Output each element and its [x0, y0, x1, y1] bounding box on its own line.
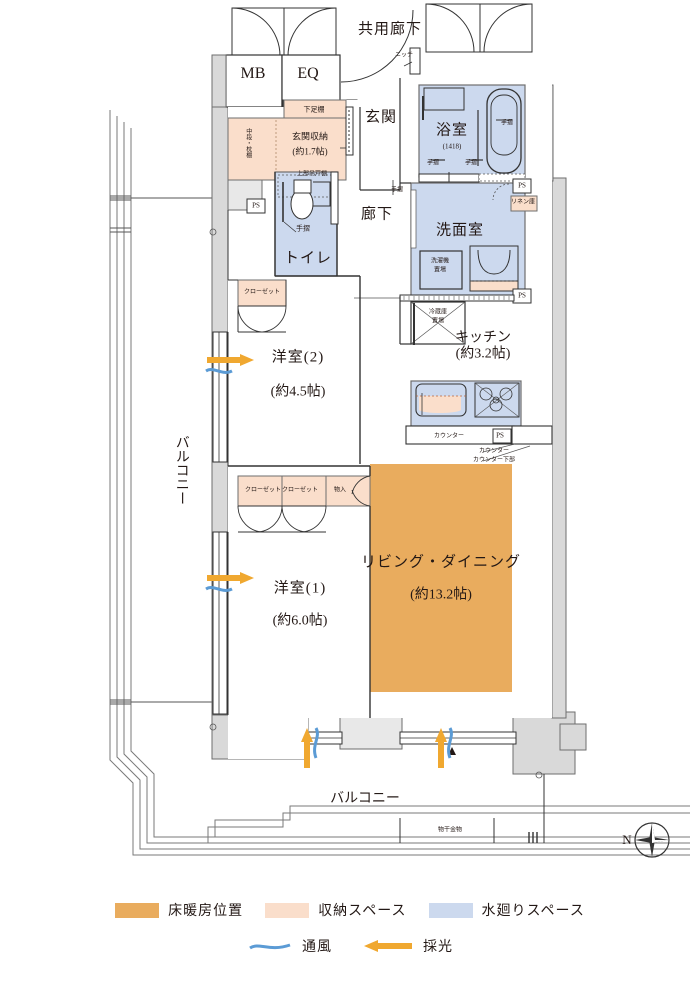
balcony-windows-bottom [307, 731, 517, 755]
annotation-label-物入: 物入 [333, 487, 347, 494]
balcony-step-lines [147, 805, 690, 844]
ps-box-hall [246, 198, 266, 214]
ventilation-arrow-bedroom1 [205, 586, 233, 592]
meter-boxes [225, 54, 341, 108]
annotation-label-手摺: 手摺 [464, 160, 478, 167]
room-label-共用廊下: 共用廊下 [357, 21, 423, 38]
daylight-arrow-bedroom1 [207, 572, 254, 584]
room-label-トイレ: トイレ [283, 250, 333, 267]
bedroom1-closets [237, 475, 371, 533]
living-dining-floor-heating [370, 464, 512, 692]
room-label-約3.2帖: (約3.2帖) [455, 346, 511, 362]
kitchen [405, 301, 553, 462]
daylight-arrow-bedroom2 [207, 354, 254, 366]
legend: 床暖房位置 収納スペース 水廻りスペース 通風 採光 [0, 900, 700, 982]
room-label-玄関: 玄関 [364, 109, 398, 126]
room-label-洋室2: 洋室(2) [271, 349, 325, 366]
room-label-洗面室: 洗面室 [435, 222, 485, 239]
annotation-label-PS: PS [496, 431, 504, 440]
washroom [410, 178, 538, 304]
room-label-1418: (1418) [442, 142, 462, 151]
annotation-label-カウンター: カウンター [433, 433, 465, 440]
annotation-label-クローゼット: クローゼット [281, 487, 319, 494]
left-wall-hatch [110, 195, 131, 705]
room-label-リビングダイニング: リビング・ダイニング [360, 554, 522, 571]
bedroom2-closet [237, 279, 287, 333]
room-label-洋室1: 洋室(1) [273, 580, 327, 597]
water-swatch [428, 902, 473, 918]
bathroom [418, 84, 526, 186]
legend-item-storage: 収納スペース [265, 900, 406, 920]
annotation-label-クローゼット: クローゼット [244, 487, 282, 494]
room-label-廊下: 廊下 [360, 206, 394, 223]
vertical-label-バルコニー: バルコニー [173, 435, 189, 505]
annotation-label-物干金物: 物干金物 [437, 827, 463, 834]
room-label-約4.5帖: (約4.5帖) [270, 384, 326, 400]
annotation-label-ニッチ: ニッチ [394, 52, 414, 59]
storage-swatch [265, 902, 310, 918]
vertical-label-中段枕棚: 中段・枕棚 [244, 128, 251, 158]
compass [634, 822, 670, 858]
legend-label-storage: 収納スペース [318, 904, 407, 919]
annotation-label-PS: PS [252, 201, 260, 210]
wind-line-icon [249, 943, 291, 950]
ventilation-arrow-balcony-left [313, 727, 319, 759]
room-label-浴室: 浴室 [435, 122, 469, 139]
annotation-label-洗濯機: 洗濯機 [430, 258, 450, 265]
legend-row-arrows: 通風 採光 [0, 936, 700, 956]
toilet-room [274, 171, 339, 277]
niche [403, 47, 421, 75]
legend-label-water: 水廻りスペース [481, 904, 585, 919]
annotation-label-上部吊戸棚: 上部吊戸棚 [296, 171, 328, 178]
annotation-label-手摺: 手摺 [500, 120, 514, 127]
arrow-left-icon [364, 940, 412, 952]
room-label-EQ: EQ [297, 65, 319, 82]
annotation-label-カウンター: カウンター [478, 448, 510, 455]
room-label-約6.0帖: (約6.0帖) [272, 613, 328, 629]
site-railing-lines [109, 110, 690, 856]
annotation-label-PS: PS [518, 291, 526, 300]
room-label-キッチン: キッチン [455, 330, 511, 346]
drying-hardware [399, 774, 545, 843]
annotation-label-下足棚: 下足棚 [303, 105, 325, 114]
annotation-label-約1.7帖: (約1.7帖) [292, 146, 328, 157]
room-label-バルコニー: バルコニー [330, 791, 400, 807]
daylight-arrow-balcony-right [435, 728, 447, 768]
floor-heating-swatch [115, 902, 160, 918]
entrance-storage [227, 99, 352, 181]
ventilation-arrow-balcony-right [447, 727, 453, 759]
drain-mark-upper [209, 228, 217, 236]
annotation-label-リネン庫: リネン庫 [510, 199, 536, 206]
daylight-arrow-balcony-left [301, 728, 313, 768]
drain-mark-right [535, 771, 543, 779]
annotation-label-PS: PS [518, 181, 526, 190]
mb-shaft [211, 54, 227, 108]
annotation-label-手摺: 手摺 [296, 224, 310, 233]
legend-label-ventilation: 通風 [302, 940, 332, 955]
legend-item-floor-heating: 床暖房位置 [115, 900, 243, 920]
annotation-label-手摺: 手摺 [390, 187, 404, 194]
legend-item-water: 水廻りスペース [428, 900, 585, 920]
common-corridor-doors [231, 3, 533, 83]
annotation-label-手摺: 手摺 [426, 160, 440, 167]
drain-mark-lower [209, 723, 217, 731]
legend-label-daylight: 採光 [423, 940, 453, 955]
annotation-label-クローゼット: クローゼット [243, 289, 281, 296]
legend-item-ventilation: 通風 [247, 936, 332, 956]
compass-north-label: N [622, 831, 632, 847]
annotation-label-玄関収納: 玄関収納 [291, 131, 329, 142]
annotation-label-置場: 置場 [431, 318, 445, 325]
legend-item-daylight: 採光 [362, 936, 453, 956]
ventilation-arrow-bedroom2 [205, 368, 233, 374]
room-label-MB: MB [240, 65, 266, 82]
annotation-label-カウンター下部: カウンター下部 [472, 457, 516, 464]
interior-partitions [227, 78, 411, 718]
genkan-doorframe [345, 106, 354, 156]
annotation-label-置場: 置場 [433, 267, 447, 274]
legend-row-swatches: 床暖房位置 収納スペース 水廻りスペース [0, 900, 700, 920]
annotation-label-冷蔵庫: 冷蔵庫 [428, 309, 448, 316]
legend-label-floor-heating: 床暖房位置 [168, 904, 244, 919]
room-label-約13.2帖: (約13.2帖) [410, 587, 472, 603]
